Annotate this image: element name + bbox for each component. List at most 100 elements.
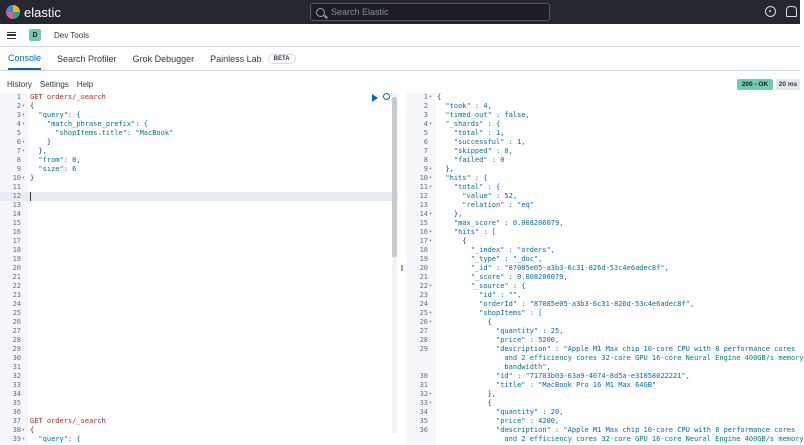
code-line[interactable]: 35 (0, 399, 398, 408)
fold-toggle-icon[interactable]: ▾ (429, 319, 433, 325)
code-line[interactable]: 4▾ "_shards" : { (406, 120, 800, 129)
code-line[interactable]: 6▾ } (0, 138, 398, 147)
code-line[interactable]: 32 (0, 372, 398, 381)
fold-toggle-icon[interactable]: ▾ (429, 94, 433, 100)
fold-toggle-icon[interactable]: ▾ (429, 211, 433, 217)
code-line[interactable]: 36 "description" : "Apple M1 Max chip 10… (406, 426, 800, 435)
space-avatar[interactable]: D (29, 29, 41, 41)
code-line[interactable]: 22 (0, 282, 398, 291)
code-line[interactable]: 3 "timed_out" : false, (406, 111, 800, 120)
fold-toggle-icon[interactable]: ▾ (429, 310, 433, 316)
fold-toggle-icon[interactable]: ▾ (22, 148, 26, 154)
code-line[interactable]: 18 (0, 246, 398, 255)
request-scroll-thumb[interactable] (392, 97, 397, 257)
fold-toggle-icon[interactable]: ▾ (429, 184, 433, 190)
code-line[interactable]: 21 "_score" : 0.008206079, (406, 273, 800, 282)
code-line[interactable]: 10▾} (0, 174, 398, 183)
code-line[interactable]: 15 (0, 219, 398, 228)
code-line[interactable]: 36 (0, 408, 398, 417)
code-line[interactable]: 30 "id" : "71703b03-63a9-4074-8d5a-e3105… (406, 372, 800, 381)
code-line[interactable]: 20 "_id" : "87085e05-a3b3-6c31-826d-53c4… (406, 264, 800, 273)
settings-link[interactable]: Settings (39, 79, 69, 89)
code-line[interactable]: 10▾ "hits" : { (406, 174, 800, 183)
code-line[interactable]: 29 (0, 345, 398, 354)
code-line[interactable]: 25 (0, 309, 398, 318)
code-line[interactable]: 23 (0, 291, 398, 300)
fold-toggle-icon[interactable]: ▾ (429, 175, 433, 181)
code-line[interactable]: 16 (0, 228, 398, 237)
response-viewer[interactable]: 1▾{2 "took" : 4,3 "timed_out" : false,4▾… (406, 93, 804, 445)
code-line[interactable]: 7▾ }, (0, 147, 398, 156)
code-line[interactable]: 5 "shopItems.title": "MacBook" (0, 129, 398, 138)
code-line[interactable]: 28 "price" : 5200, (406, 336, 800, 345)
code-line[interactable]: 12 (0, 192, 398, 201)
code-line[interactable]: 27 (0, 327, 398, 336)
code-line[interactable]: 34 (0, 390, 398, 399)
code-line[interactable]: 22▾ "_source" : { (406, 282, 800, 291)
tab-painless-lab[interactable]: Painless Lab BETA (210, 47, 296, 70)
tab-console[interactable]: Console (8, 47, 42, 70)
pane-resizer[interactable] (398, 93, 406, 445)
code-line[interactable]: 23 "id" : "", (406, 291, 800, 300)
code-line[interactable]: 8 "from": 0, (0, 156, 398, 165)
code-line[interactable]: 2 "took" : 4, (406, 102, 800, 111)
code-line[interactable]: 30 (0, 354, 398, 363)
code-line[interactable]: 11▾ "total" : { (406, 183, 800, 192)
fold-toggle-icon[interactable]: ▾ (22, 139, 26, 145)
code-line[interactable]: 33▾ { (406, 399, 800, 408)
code-line[interactable]: 38▾{ (0, 426, 398, 435)
code-line[interactable]: 33 (0, 381, 398, 390)
wrench-icon[interactable] (383, 93, 390, 100)
fold-toggle-icon[interactable]: ▾ (22, 436, 26, 442)
notifications-icon[interactable] (786, 6, 797, 17)
code-line[interactable]: 12 "value" : 52, (406, 192, 800, 201)
code-line[interactable]: 15 "max_score" : 0.008206079, (406, 219, 800, 228)
code-line[interactable]: 6 "successful" : 1, (406, 138, 800, 147)
fold-toggle-icon[interactable]: ▾ (22, 112, 26, 118)
fold-toggle-icon[interactable]: ▾ (22, 175, 26, 181)
code-line[interactable]: 13 "relation" : "eq" (406, 201, 800, 210)
fold-toggle-icon[interactable]: ▾ (429, 166, 433, 172)
tab-search-profiler[interactable]: Search Profiler (57, 53, 117, 64)
code-line[interactable]: 8 "failed" : 0 (406, 156, 800, 165)
fold-toggle-icon[interactable]: ▾ (429, 283, 433, 289)
fold-toggle-icon[interactable]: ▾ (429, 400, 433, 406)
code-line[interactable]: 17▾ { (406, 237, 800, 246)
code-line[interactable]: 21 (0, 273, 398, 282)
code-line[interactable]: 31 (0, 363, 398, 372)
code-line[interactable]: 17 (0, 237, 398, 246)
code-line[interactable]: and 2 efficiency cores 32-core GPU 16-co… (406, 435, 803, 444)
code-line[interactable]: 35 "price" : 4200, (406, 417, 800, 426)
code-line[interactable]: 39▾ "query": { (0, 435, 398, 444)
code-line[interactable]: 16▾ "hits" : [ (406, 228, 800, 237)
code-line[interactable]: 28 (0, 336, 398, 345)
code-line[interactable]: 14 (0, 210, 398, 219)
help-icon[interactable] (765, 6, 776, 17)
history-link[interactable]: History (7, 79, 32, 89)
code-line[interactable]: 24 (0, 300, 398, 309)
code-line[interactable]: 26 (0, 318, 398, 327)
code-line[interactable]: 4▾ "match_phrase_prefix": { (0, 120, 398, 129)
search-input[interactable]: Search Elastic (331, 7, 389, 17)
global-search[interactable]: Search Elastic (310, 3, 550, 21)
fold-toggle-icon[interactable]: ▾ (22, 121, 26, 127)
code-line[interactable]: 27 "quantity" : 25, (406, 327, 800, 336)
fold-toggle-icon[interactable]: ▾ (429, 121, 433, 127)
elastic-logo[interactable]: elastic (6, 5, 61, 20)
play-icon[interactable] (372, 94, 378, 102)
help-link[interactable]: Help (76, 79, 94, 89)
code-line[interactable]: 13 (0, 201, 398, 210)
code-line[interactable]: 32▾ }, (406, 390, 800, 399)
code-line[interactable]: 11 (0, 183, 398, 192)
code-line[interactable]: 7 "skipped" : 0, (406, 147, 800, 156)
fold-toggle-icon[interactable]: ▾ (429, 391, 433, 397)
code-line[interactable]: 26▾ { (406, 318, 800, 327)
code-line[interactable]: 14▾ }, (406, 210, 800, 219)
code-line[interactable]: 19 "_type" : "_doc", (406, 255, 800, 264)
code-line[interactable]: 31 "title" : "MacBook Pro 16 M1 Max 64GB… (406, 381, 800, 390)
code-line[interactable]: 19 (0, 255, 398, 264)
code-line[interactable]: 1▾{ (406, 93, 800, 102)
